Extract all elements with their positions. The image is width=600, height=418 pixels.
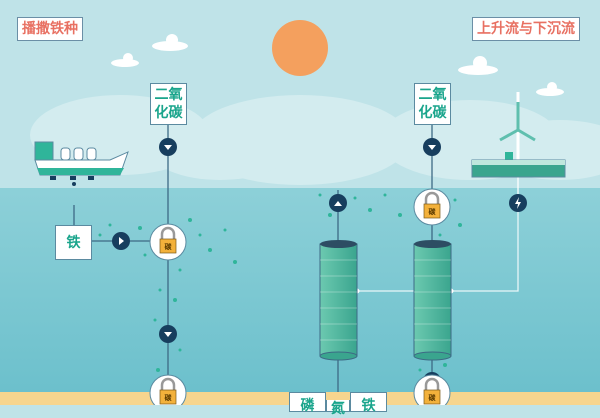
phosphorus-label: 磷	[289, 392, 326, 414]
right-arrow-icon	[112, 232, 130, 250]
nitrogen-label: 氮	[326, 400, 350, 417]
power-line	[357, 210, 519, 292]
small-clouds	[111, 34, 564, 96]
carbon-lock-icon	[148, 222, 188, 262]
up-arrow-icon	[329, 194, 347, 212]
upwelling-pipe-left	[319, 240, 358, 361]
iron-label-bottom: 铁	[350, 392, 387, 414]
ocean-scene: 碳	[0, 20, 600, 405]
carbon-lock-icon	[412, 187, 452, 227]
iron-label: 铁	[55, 225, 92, 260]
down-arrow-icon	[159, 325, 177, 343]
wind-turbine	[471, 92, 566, 178]
carbon-lock-icon	[412, 373, 452, 405]
ship	[34, 141, 129, 186]
carbon-lock-icon	[148, 373, 188, 405]
pipe-rings	[320, 259, 451, 341]
lightning-icon	[509, 194, 527, 212]
title-iron-seeding: 播撒铁种	[17, 17, 83, 41]
downwelling-pipe-right	[413, 240, 452, 361]
down-arrow-icon	[423, 138, 441, 156]
sun	[272, 20, 328, 76]
co2-label-right: 二氧化碳	[414, 83, 451, 125]
co2-label-left: 二氧化碳	[150, 83, 187, 125]
down-arrow-icon	[159, 138, 177, 156]
plankton	[98, 193, 462, 372]
title-upwelling-downwelling: 上升流与下沉流	[472, 17, 580, 41]
